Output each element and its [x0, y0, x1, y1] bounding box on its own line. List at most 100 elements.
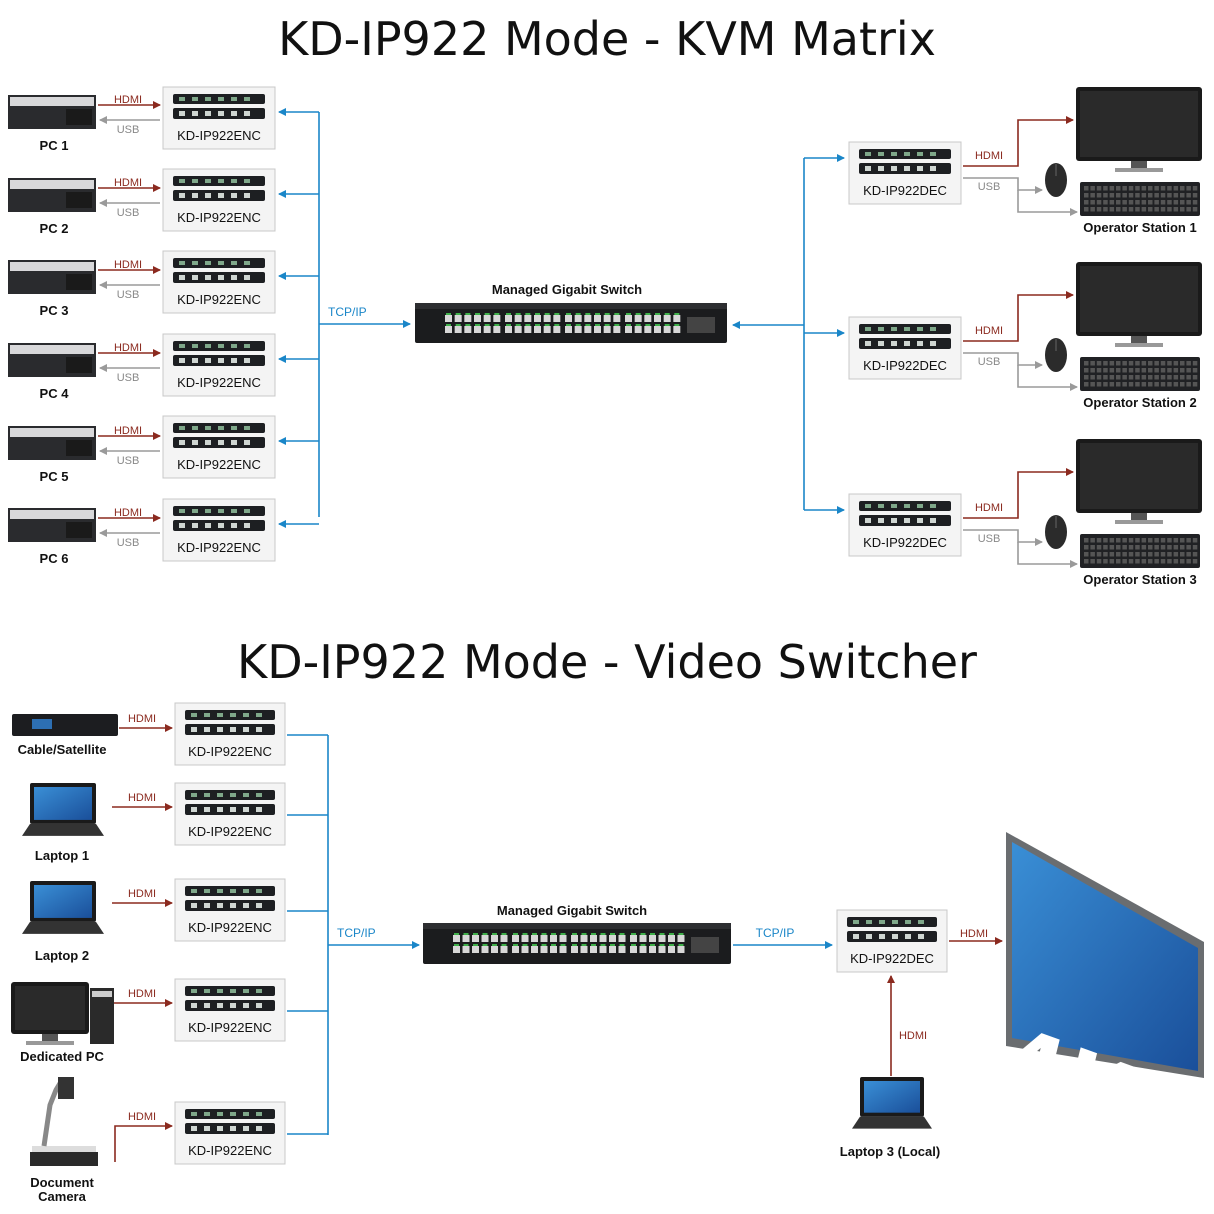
- port-led: [179, 426, 185, 430]
- port: [191, 903, 197, 908]
- encoder-label: KD-IP922ENC: [177, 540, 261, 555]
- key: [1084, 200, 1089, 205]
- hdmi-label: HDMI: [960, 928, 988, 940]
- key: [1096, 186, 1102, 191]
- switch-led: [501, 933, 507, 935]
- switch-led: [554, 313, 560, 315]
- switch-led: [492, 933, 497, 935]
- key: [1141, 375, 1147, 380]
- key: [1090, 375, 1095, 380]
- key: [1141, 193, 1147, 198]
- key: [1154, 538, 1159, 543]
- switch-port: [500, 946, 508, 953]
- switch-led: [635, 313, 641, 315]
- station-label: Operator Station 1: [1083, 220, 1196, 235]
- switch-led: [492, 944, 497, 946]
- key: [1148, 200, 1153, 205]
- switch-port: [559, 935, 567, 942]
- switch-port: [654, 315, 661, 322]
- port-led: [205, 344, 211, 348]
- key: [1090, 207, 1095, 212]
- switch-port: [639, 946, 647, 953]
- port: [865, 341, 871, 346]
- key: [1160, 382, 1166, 387]
- port: [192, 275, 198, 280]
- switch-port: [474, 315, 481, 322]
- switch-led: [610, 933, 615, 935]
- key: [1160, 193, 1166, 198]
- key: [1128, 207, 1134, 212]
- source-label: Document: [30, 1175, 94, 1190]
- switch-port: [543, 326, 551, 333]
- hdmi-label: HDMI: [128, 713, 156, 725]
- switch-led: [522, 944, 528, 946]
- kvm-encoder: KD-IP922ENC: [162, 498, 276, 562]
- port-led: [878, 152, 884, 156]
- switch-port: [483, 326, 491, 333]
- port-led: [243, 1112, 249, 1116]
- pc-panel: [66, 192, 92, 208]
- key: [1180, 552, 1185, 557]
- key: [1173, 361, 1179, 366]
- key: [1180, 382, 1185, 387]
- hdmi-line: [963, 116, 1074, 167]
- port-led: [218, 344, 224, 348]
- switch-led: [640, 944, 646, 946]
- port: [930, 166, 936, 171]
- key: [1186, 382, 1191, 387]
- monitor-base: [26, 1041, 74, 1045]
- key: [1084, 193, 1089, 198]
- key: [1167, 200, 1172, 205]
- switch-port: [644, 326, 652, 333]
- switch-sfp: [687, 317, 715, 333]
- key: [1148, 552, 1153, 557]
- key: [1167, 207, 1172, 212]
- switch-port: [574, 326, 582, 333]
- switch-led: [446, 324, 451, 326]
- usb-line: [1017, 542, 1078, 568]
- port-led: [930, 504, 936, 508]
- switch-port: [663, 315, 671, 322]
- switch-led: [619, 944, 625, 946]
- key: [1154, 375, 1159, 380]
- key: [1084, 207, 1089, 212]
- port: [192, 358, 198, 363]
- port-led: [191, 1112, 197, 1116]
- port-led: [218, 509, 224, 513]
- port: [891, 341, 897, 346]
- key: [1116, 193, 1121, 198]
- key: [1173, 382, 1179, 387]
- switch-led: [554, 324, 560, 326]
- port-led: [192, 344, 198, 348]
- kvm-encoder: KD-IP922ENC: [162, 415, 276, 479]
- switch-led: [604, 324, 610, 326]
- port-led: [230, 713, 236, 717]
- port: [904, 166, 910, 171]
- key: [1160, 207, 1166, 212]
- kvm-encoder: KD-IP922ENC: [162, 86, 276, 150]
- key: [1173, 538, 1179, 543]
- laptop-screen: [34, 885, 92, 918]
- switch-port: [454, 315, 462, 322]
- key: [1090, 361, 1095, 366]
- port-led: [256, 989, 262, 993]
- port-led: [891, 504, 897, 508]
- key: [1128, 375, 1134, 380]
- switch-port: [464, 326, 472, 333]
- key: [1090, 382, 1095, 387]
- port: [865, 518, 871, 523]
- switch-led: [678, 933, 684, 935]
- monitor-neck: [1131, 161, 1147, 168]
- port: [243, 727, 249, 732]
- key: [1148, 368, 1153, 373]
- key: [1128, 193, 1134, 198]
- key: [1122, 186, 1127, 191]
- key: [1122, 559, 1127, 564]
- port: [231, 193, 237, 198]
- switch-port: [599, 935, 607, 942]
- key: [1084, 186, 1089, 191]
- port: [256, 727, 262, 732]
- key: [1141, 382, 1147, 387]
- port: [230, 1126, 236, 1131]
- port: [866, 934, 872, 939]
